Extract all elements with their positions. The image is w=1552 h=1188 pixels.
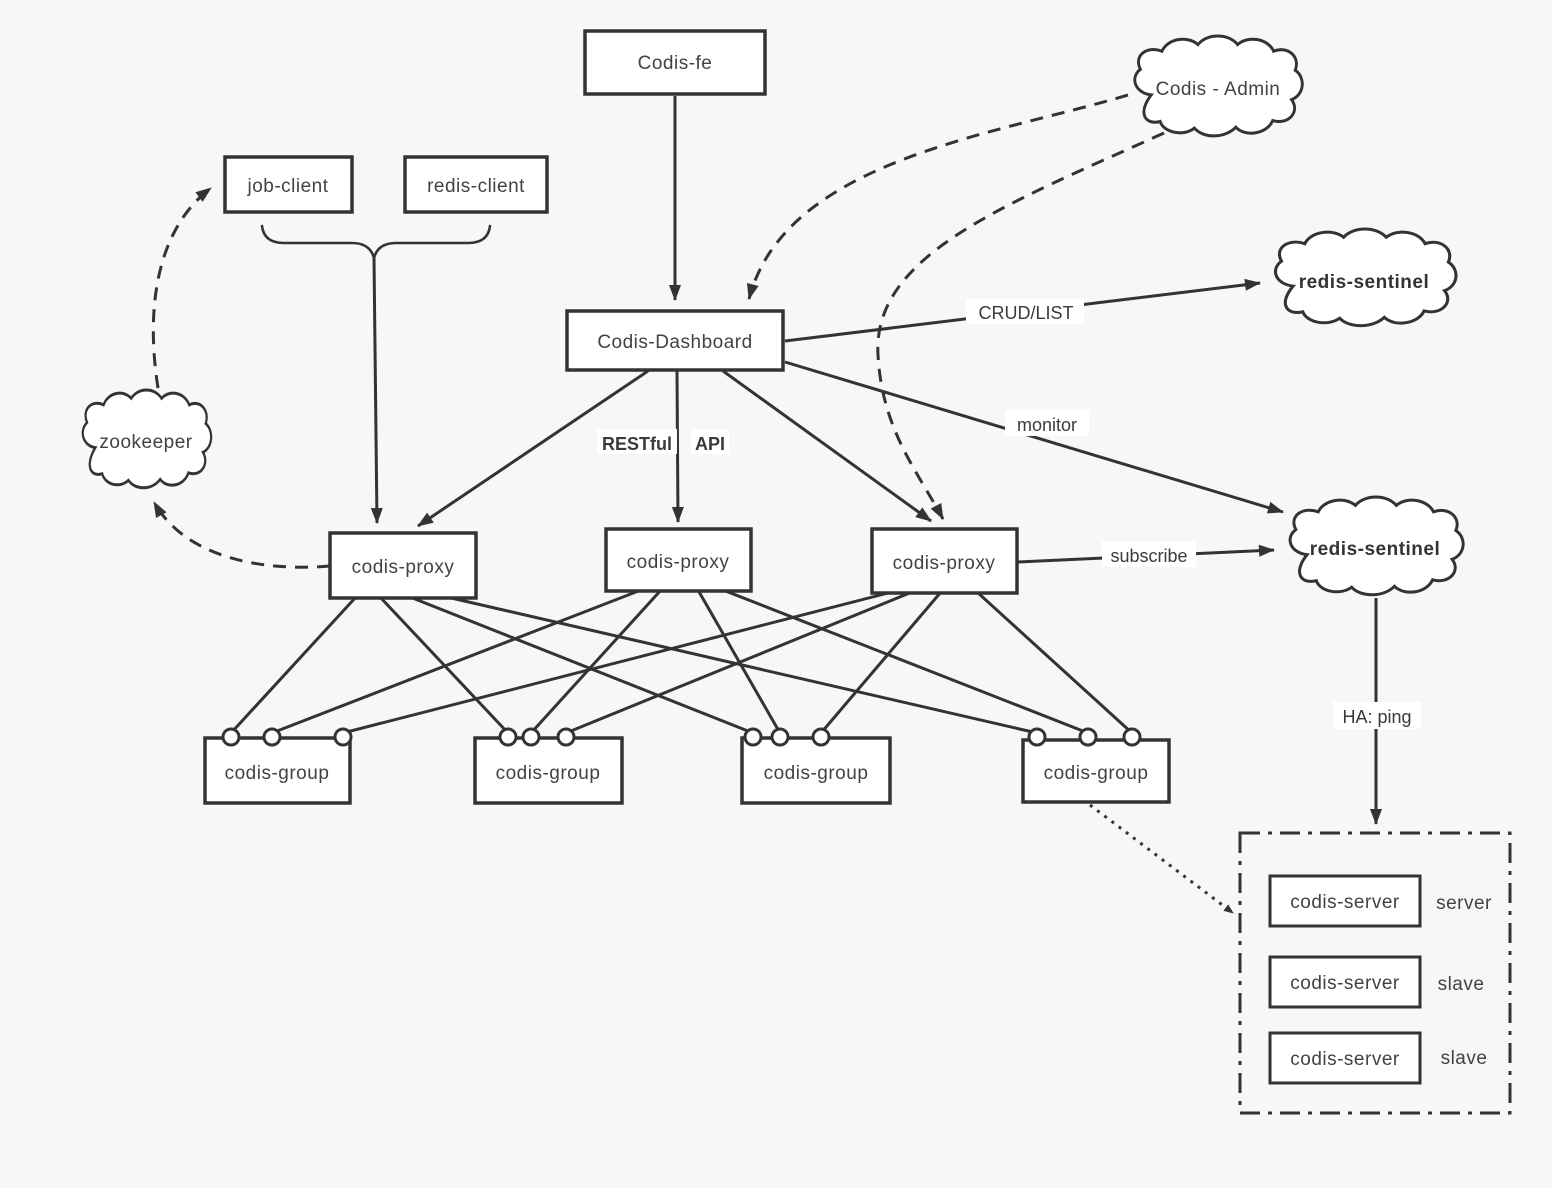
label-subscribe: subscribe (1110, 546, 1187, 566)
job-client-label: job-client (246, 176, 328, 197)
server-group-boundary (1238, 831, 1512, 1115)
codis-admin-label: Codis - Admin (1156, 79, 1281, 100)
codis-proxy2-node (604, 527, 753, 593)
codis-server1-label: codis-server (1290, 892, 1400, 913)
codis-server2-label: codis-server (1290, 973, 1400, 994)
edge-dashboard-to-proxy2 (671, 370, 684, 523)
zookeeper-label: zookeeper (99, 432, 192, 453)
codis-group4-node (1021, 738, 1171, 804)
codis-server1-node (1268, 874, 1422, 928)
label-monitor: monitor (1017, 415, 1077, 435)
edge-dashboard-to-proxy1 (417, 369, 649, 528)
codis-group2-label: codis-group (496, 763, 601, 784)
label-api: API (695, 434, 725, 454)
edge-labels: CRUD/LIST monitor RESTful API subscribe … (597, 299, 1421, 729)
redis-sentinel-right-label: redis-sentinel (1310, 539, 1441, 560)
label-restful: RESTful (602, 434, 672, 454)
edge-admin-to-proxy3 (876, 131, 1165, 520)
redis-client-label: redis-client (427, 176, 525, 197)
edge-clients-to-proxy1 (370, 257, 383, 524)
brace-clients (260, 224, 492, 264)
job-client-node (223, 155, 354, 214)
codis-dashboard-node (565, 309, 785, 372)
server-role-3: slave (1441, 1048, 1488, 1069)
codis-group2-node (473, 736, 624, 805)
edge-admin-to-dashboard (746, 93, 1129, 300)
edge-zookeeper-to-jobclient (151, 186, 212, 389)
codis-proxy2-label: codis-proxy (627, 552, 730, 573)
codis-group3-label: codis-group (764, 763, 869, 784)
label-crud-list: CRUD/LIST (978, 303, 1073, 323)
group-port-circles (221, 727, 1142, 747)
server-role-2: slave (1438, 974, 1485, 995)
codis-fe-label: Codis-fe (638, 53, 713, 74)
codis-dashboard-label: Codis-Dashboard (597, 332, 752, 353)
edge-group4-to-servers (1089, 803, 1234, 915)
codis-fe-node (583, 29, 767, 96)
codis-proxy3-label: codis-proxy (893, 553, 996, 574)
codis-proxy3-node (870, 527, 1019, 595)
codis-proxy1-node (328, 531, 478, 600)
redis-client-node (403, 155, 549, 214)
server-group-container: codis-server server codis-server slave c… (1238, 831, 1512, 1115)
label-ha-ping: HA: ping (1342, 707, 1411, 727)
codis-server3-label: codis-server (1290, 1049, 1400, 1070)
cloud-nodes: Codis - Admin redis-sentinel zookeeper r… (81, 34, 1465, 597)
edges (151, 93, 1382, 915)
server-role-1: server (1436, 893, 1492, 914)
redis-sentinel-top-label: redis-sentinel (1299, 272, 1430, 293)
codis-server2-node (1268, 955, 1422, 1009)
edge-dashboard-to-proxy3 (722, 369, 932, 523)
box-nodes: Codis-fe job-client redis-client Codis-D… (203, 29, 1171, 805)
codis-proxy1-label: codis-proxy (352, 557, 455, 578)
codis-server3-node (1268, 1031, 1422, 1085)
edges-proxy-group-mesh (229, 588, 1134, 735)
codis-group4-label: codis-group (1044, 763, 1149, 784)
edge-dashboard-to-sentinel-right (784, 360, 1284, 514)
edge-proxy1-to-zookeeper (152, 501, 331, 569)
codis-group1-label: codis-group (225, 763, 330, 784)
codis-group3-node (740, 736, 892, 805)
